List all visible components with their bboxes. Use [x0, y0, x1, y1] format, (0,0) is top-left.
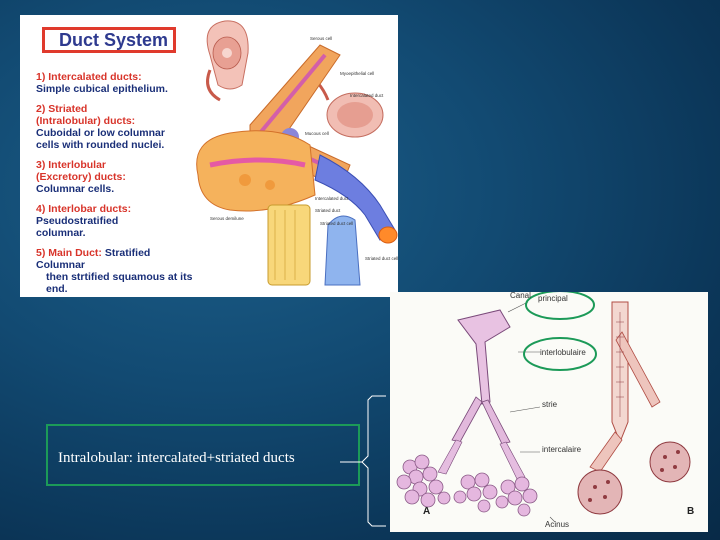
- interlobulaire-highlight: [523, 337, 597, 371]
- item-heading: 1) Intercalated ducts:: [36, 71, 142, 83]
- item-heading: 5) Main Duct:: [36, 247, 102, 259]
- duct-system-figure: Duct System 1) Intercalated ducts: Simpl…: [20, 15, 398, 297]
- canal-label: Canal: [510, 291, 531, 300]
- item-body: Stratified Columnar: [36, 247, 151, 271]
- item-body: Columnar cells.: [36, 183, 115, 195]
- acinus-clusters: [396, 454, 538, 517]
- svg-text:Intercalated duct: Intercalated duct: [350, 93, 384, 98]
- svg-text:Serous cell: Serous cell: [310, 36, 332, 41]
- item-heading: (Intralobular) ducts:: [36, 115, 136, 127]
- item-heading: 3) Interlobular: [36, 159, 107, 171]
- svg-text:Striated duct cell: Striated duct cell: [365, 256, 398, 261]
- principal-label: principal: [538, 294, 568, 303]
- duct-list: 1) Intercalated ducts: Simple cubical ep…: [36, 71, 201, 295]
- item-body: columnar.: [36, 227, 86, 239]
- figure-title: Duct System: [42, 27, 176, 53]
- intercalaire-label: intercalaire: [542, 445, 582, 454]
- svg-text:Intercalated duct: Intercalated duct: [315, 196, 349, 201]
- list-item: 5) Main Duct: Stratified Columnar then s…: [36, 247, 201, 295]
- panel-a-letter: A: [423, 506, 431, 517]
- svg-text:Myoepithelial cell: Myoepithelial cell: [340, 71, 374, 76]
- item-body: Pseudostratified: [36, 215, 119, 227]
- histology-drawing: [396, 292, 691, 523]
- acinus-label: Acinus: [545, 520, 570, 529]
- panel-b-histology: [577, 301, 691, 515]
- strie-label: strie: [542, 400, 558, 409]
- item-body: Simple cubical epithelium.: [36, 83, 168, 95]
- principal-highlight: [525, 292, 595, 320]
- item-heading: 2) Striated: [36, 103, 88, 115]
- svg-text:Striated duct: Striated duct: [315, 208, 341, 213]
- item-body: then strtified squamous at its end.: [46, 271, 193, 295]
- panel-a-duct-tree: [437, 309, 526, 480]
- item-heading: 4) Interlobar ducts:: [36, 203, 132, 215]
- item-heading: (Excretory) ducts:: [36, 171, 126, 183]
- caption-text: Intralobular: intercalated+striated duct…: [58, 450, 295, 466]
- interlobulaire-label: interlobulaire: [540, 348, 586, 357]
- list-item: 1) Intercalated ducts: Simple cubical ep…: [36, 71, 201, 95]
- svg-text:Striated duct cell: Striated duct cell: [320, 221, 353, 226]
- panel-b-letter: B: [687, 506, 695, 517]
- list-item: 2) Striated (Intralobular) ducts: Cuboid…: [36, 103, 201, 151]
- duct-illustration: Serous cell Myoepithelial cell Intercala…: [196, 20, 398, 286]
- list-item: 3) Interlobular (Excretory) ducts: Colum…: [36, 159, 201, 195]
- item-body: Cuboidal or low columnar: [36, 127, 165, 139]
- item-body: cells with rounded nuclei.: [36, 139, 165, 151]
- list-item: 4) Interlobar ducts: Pseudostratified co…: [36, 203, 201, 239]
- svg-text:Serous demilune: Serous demilune: [210, 216, 244, 221]
- caption-box: Intralobular: intercalated+striated duct…: [46, 424, 360, 486]
- svg-text:Mucous cell: Mucous cell: [305, 131, 329, 136]
- intercalated-duct-drawing: [206, 20, 249, 90]
- duct-histology-figure: Canal principal interlobulaire strie int…: [390, 291, 708, 532]
